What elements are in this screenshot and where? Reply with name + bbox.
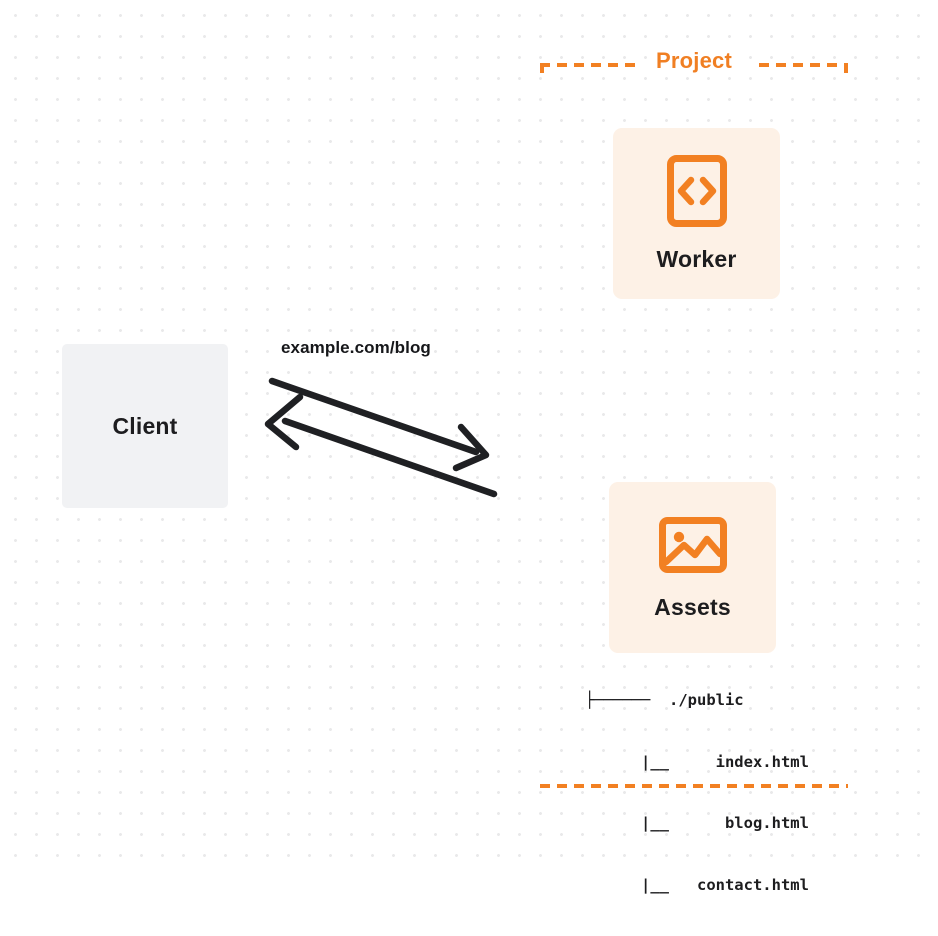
file-tree-row: ├────── ./public [585,691,744,709]
code-file-icon [666,154,728,228]
image-icon [658,514,728,576]
client-label: Client [112,412,178,439]
project-border-left [540,63,544,788]
project-border-bottom [540,784,848,788]
file-tree-row: |__ contact.html [585,875,809,894]
worker-label: Worker [656,246,737,272]
project-border-top-left [540,63,636,67]
asset-file-tree: ├────── ./public |__ index.html |__ blog… [585,649,809,936]
project-border-right [844,63,848,788]
connection-label: example.com/blog [281,338,431,357]
client-node[interactable]: Client [62,344,228,508]
project-title: Project [650,48,738,74]
file-tree-row: |__ blog.html [585,814,809,832]
project-border-top-right [752,63,848,67]
assets-label: Assets [654,594,731,620]
worker-node[interactable]: Worker [613,128,780,299]
request-arrow-icon [268,377,490,472]
file-tree-row: |__ index.html [585,752,809,771]
project-container: Project Worker Assets [540,48,848,894]
response-arrow-icon [264,393,498,498]
assets-node[interactable]: Assets [609,482,776,653]
diagram-canvas: Client example.com/blog Project [0,0,938,894]
